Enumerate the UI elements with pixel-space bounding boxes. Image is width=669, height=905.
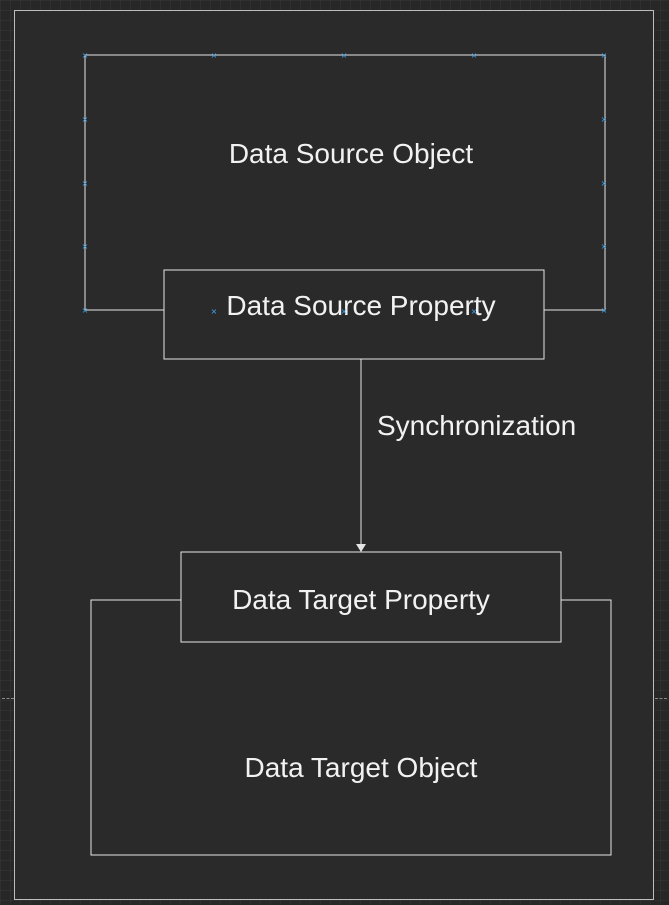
- selection-handle-icon[interactable]: ×: [601, 242, 608, 251]
- target-property-label: Data Target Property: [232, 584, 490, 615]
- page-break-marker-right: [655, 698, 667, 699]
- arrow-head-icon: [356, 544, 366, 552]
- target-property-box[interactable]: [180, 551, 562, 643]
- selection-handle-icon[interactable]: ×: [82, 51, 89, 60]
- svg-text:×: ×: [471, 307, 478, 316]
- selection-handle-icon[interactable]: ×: [341, 51, 348, 60]
- inner-selection-handles: × × ×: [211, 307, 478, 316]
- node-data-target-property[interactable]: Data Target Property: [180, 551, 562, 643]
- node-data-target-object[interactable]: Data Target Object: [90, 599, 612, 856]
- edge-synchronization[interactable]: Synchronization: [356, 359, 576, 552]
- synchronization-label: Synchronization: [377, 410, 576, 441]
- selection-handle-icon[interactable]: ×: [82, 115, 89, 124]
- selection-handle-icon[interactable]: ×: [82, 306, 89, 315]
- selection-handle-icon[interactable]: ×: [82, 179, 89, 188]
- selection-handle-icon[interactable]: ×: [601, 179, 608, 188]
- svg-text:×: ×: [341, 307, 348, 316]
- source-object-label: Data Source Object: [229, 138, 474, 169]
- selection-handles[interactable]: × × × × × × × × × × × × ×: [82, 51, 608, 315]
- source-property-box[interactable]: [163, 269, 545, 360]
- selection-handle-icon[interactable]: ×: [601, 115, 608, 124]
- selection-handle-icon[interactable]: ×: [601, 51, 608, 60]
- selection-handle-icon[interactable]: ×: [82, 242, 89, 251]
- selection-handle-icon[interactable]: ×: [601, 306, 608, 315]
- page-break-marker-left: [2, 698, 14, 699]
- node-data-source-property[interactable]: Data Source Property: [163, 269, 545, 360]
- target-object-label: Data Target Object: [245, 752, 478, 783]
- selection-handle-icon[interactable]: ×: [211, 51, 218, 60]
- svg-text:×: ×: [211, 307, 218, 316]
- diagram-frame: [14, 10, 654, 900]
- selection-handle-icon[interactable]: ×: [471, 51, 478, 60]
- source-property-label: Data Source Property: [226, 290, 495, 321]
